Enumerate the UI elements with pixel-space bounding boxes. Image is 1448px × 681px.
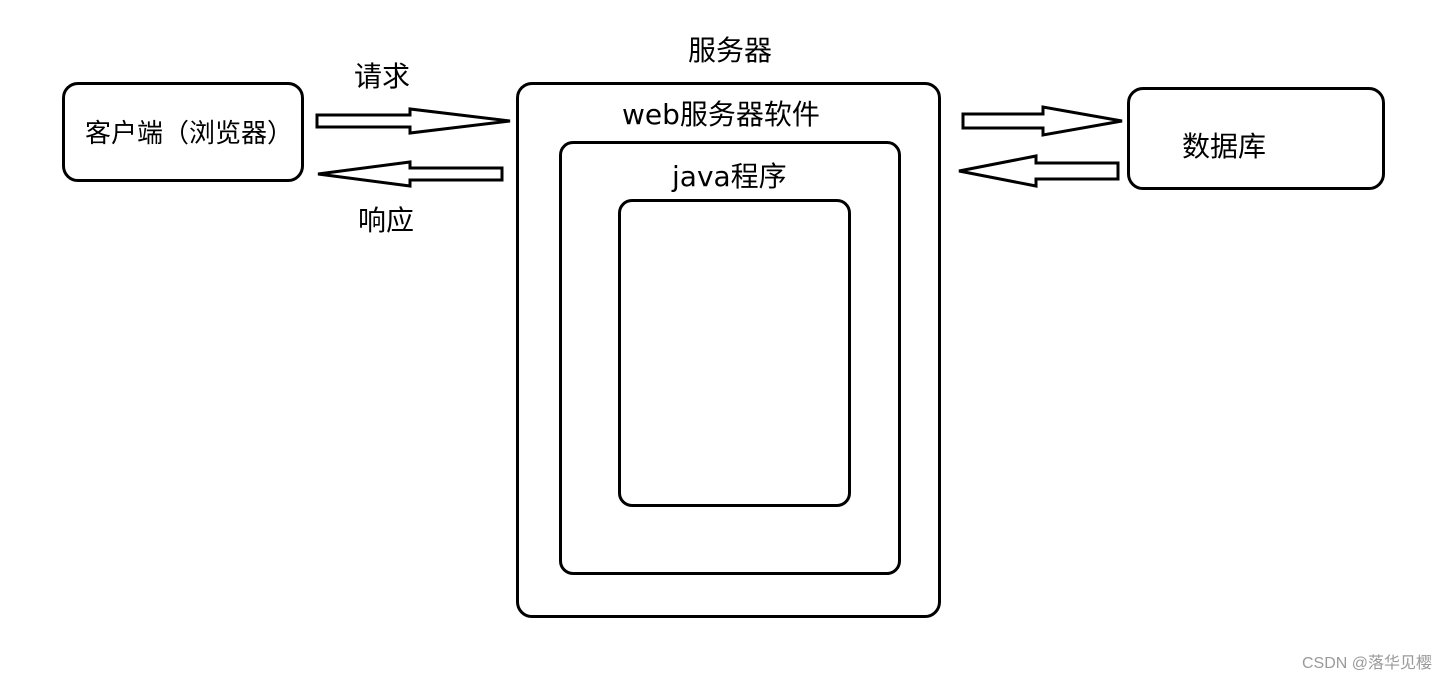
client-box: 客户端（浏览器）	[62, 82, 304, 182]
database-label: 数据库	[1182, 130, 1267, 163]
result-arrow	[958, 154, 1120, 188]
watermark: CSDN @落华见樱	[1301, 655, 1432, 672]
request-label: 请求	[354, 60, 411, 93]
client-label: 客户端（浏览器）	[85, 119, 294, 149]
web-server-software-label: web服务器软件	[622, 98, 820, 131]
java-program-box	[618, 199, 851, 507]
response-arrow	[317, 160, 504, 188]
request-arrow	[315, 107, 511, 135]
response-label: 响应	[358, 204, 415, 237]
java-program-label: java程序	[672, 160, 787, 193]
server-label: 服务器	[688, 34, 773, 67]
query-arrow	[961, 105, 1123, 137]
database-box: 数据库	[1127, 87, 1385, 190]
